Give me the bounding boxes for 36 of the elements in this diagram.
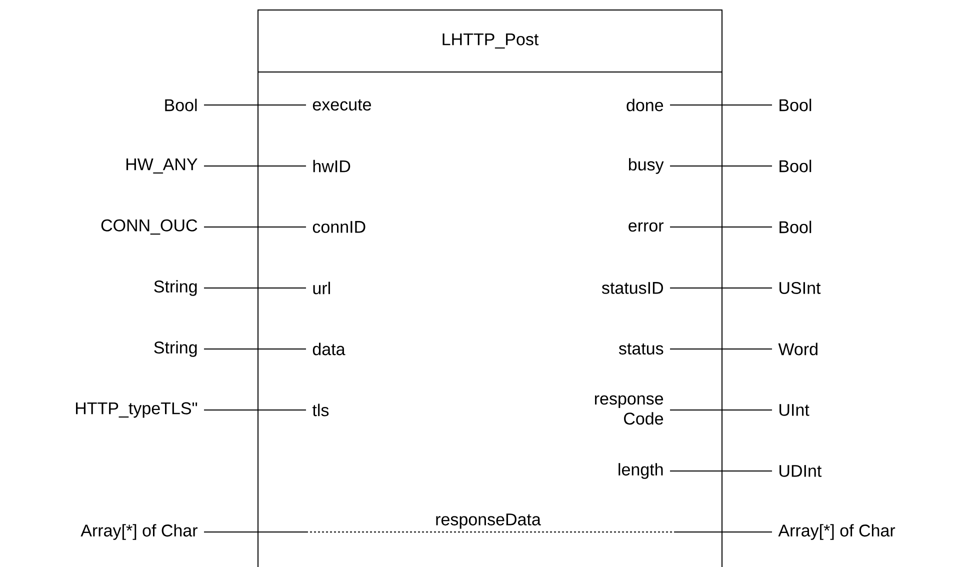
output-pin-label: length: [618, 463, 663, 479]
input-pin-label: tls: [312, 404, 329, 416]
data-type-label: CONN_OUC: [101, 219, 198, 235]
input-pin-label: url: [313, 282, 330, 294]
output-pin-label: status: [618, 343, 664, 355]
pin-line: [204, 226, 306, 228]
data-type-label: Bool: [780, 220, 812, 234]
input-pin-label: connID: [312, 221, 366, 233]
data-type-label: Array[*] of Char: [778, 524, 896, 540]
pin-line: [670, 348, 772, 350]
data-type-label: String: [154, 280, 197, 296]
data-type-label: Bool: [780, 160, 812, 172]
data-type-label: HTTP_typeTLS": [76, 402, 198, 418]
data-type-label: UDInt: [780, 465, 822, 477]
data-type-label: UInt: [780, 404, 810, 416]
pin-line: [670, 104, 772, 106]
output-pin-label: error: [628, 222, 664, 232]
input-pin-label: execute: [312, 99, 371, 111]
pin-line: [204, 348, 306, 350]
data-type-label: Word: [778, 342, 818, 356]
pin-line: [670, 226, 772, 228]
data-type-label: Bool: [780, 98, 812, 112]
pin-line: [670, 470, 772, 472]
data-type-label: HW_ANY: [126, 158, 198, 174]
output-pin-label: done: [626, 98, 664, 112]
pin-line: [204, 104, 306, 106]
input-pin-label: hwID: [313, 160, 350, 172]
input-pin-label: data: [312, 342, 346, 356]
data-type-label: USInt: [780, 282, 821, 294]
output-pin-label: statusID: [602, 282, 663, 294]
data-type-label: String: [154, 341, 197, 357]
data-type-label: Bool: [165, 98, 197, 112]
output-pin-label: busy: [629, 158, 664, 174]
data-type-label: Array[*] of Char: [80, 524, 198, 540]
pin-label: responseData: [434, 512, 542, 530]
output-pin-label: response Code: [595, 395, 664, 425]
